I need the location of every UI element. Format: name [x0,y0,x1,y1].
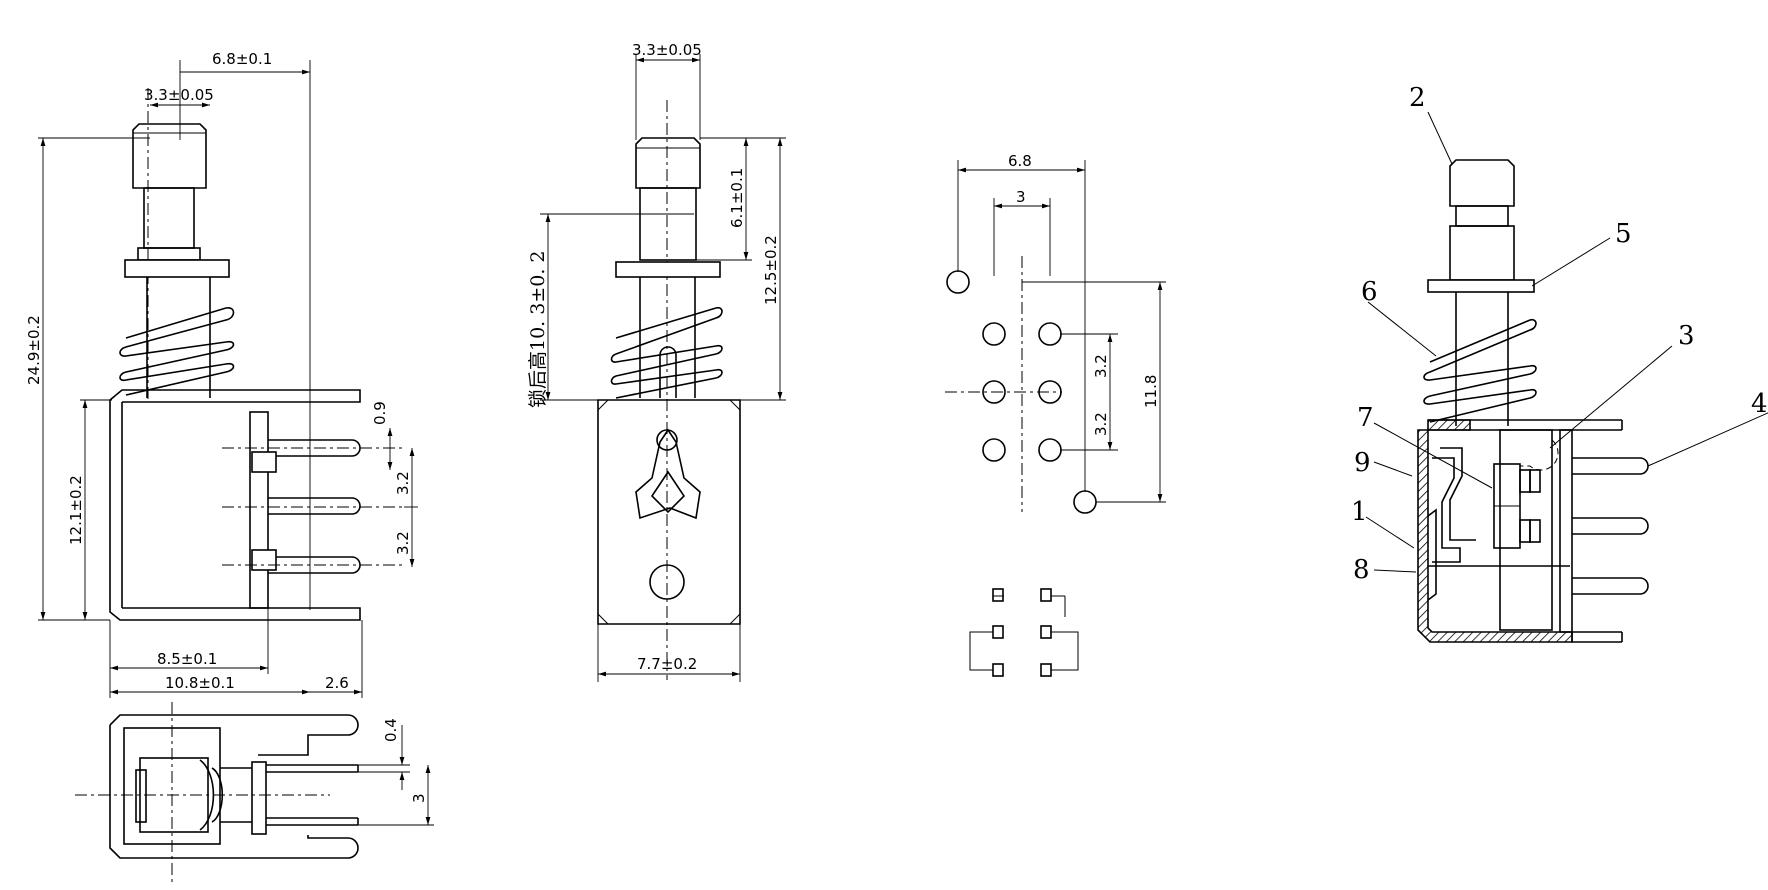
callout-labels: 2 5 6 3 4 7 9 1 8 [1351,83,1768,585]
callout-7: 7 [1357,403,1374,433]
side-dimensions: 3.3±0.05 6.1±0.1 12.5±0.2 锁后高10. 3±0. 2 … [527,41,786,682]
dim-front-pin-pitch-a: 3.2 [394,471,412,495]
dim-bottom-pin-gap: 0.4 [382,718,400,742]
callout-3: 3 [1678,321,1695,351]
front-dimensions: 6.8±0.1 3.3±0.05 24.9±0.2 12.1±0.2 0.9 3… [25,50,418,698]
side-view [597,100,741,680]
dim-front-body-height: 12.1±0.2 [67,475,85,545]
pcb-dimensions: 6.8 3 3.2 3.2 11.8 [957,152,1166,503]
dim-front-width-85: 8.5±0.1 [157,650,217,668]
dim-bottom-pin-pitch: 3 [410,793,428,803]
front-view [109,88,404,621]
callout-1: 1 [1351,497,1368,527]
dim-pcb-width: 6.8 [1008,152,1032,170]
dim-pcb-height: 11.8 [1142,375,1160,408]
callout-9: 9 [1354,448,1371,478]
callout-5: 5 [1615,219,1632,249]
dim-side-body-width: 7.7±0.2 [637,655,697,673]
dim-front-width-top: 6.8±0.1 [212,50,272,68]
dim-front-width-108: 10.8±0.1 [165,674,235,692]
dim-pcb-row-pitch-b: 3.2 [1092,412,1110,436]
dim-side-height: 12.5±0.2 [762,235,780,305]
section-view [1417,159,1649,643]
dim-front-pin-pitch-b: 3.2 [394,531,412,555]
bottom-view [75,702,359,885]
dim-side-locked-height: 锁后高10. 3±0. 2 [527,250,549,408]
dim-front-pin-offset: 0.9 [371,401,389,425]
callout-6: 6 [1361,277,1378,307]
dim-pcb-row-pitch-a: 3.2 [1092,354,1110,378]
dim-front-pin-length: 2.6 [325,674,349,692]
dim-pcb-col-pitch: 3 [1016,188,1026,206]
dim-side-stroke: 6.1±0.1 [728,168,746,228]
dim-side-cap-width: 3.3±0.05 [632,41,702,59]
callout-2: 2 [1409,83,1426,113]
bottom-dimensions: 0.4 3 [358,718,434,826]
callout-leaders [1365,111,1768,573]
dim-front-cap-width: 3.3±0.05 [144,86,214,104]
pcb-layout [945,256,1097,677]
callout-8: 8 [1353,555,1370,585]
dim-front-total-height: 24.9±0.2 [25,315,43,385]
callout-4: 4 [1751,389,1768,419]
